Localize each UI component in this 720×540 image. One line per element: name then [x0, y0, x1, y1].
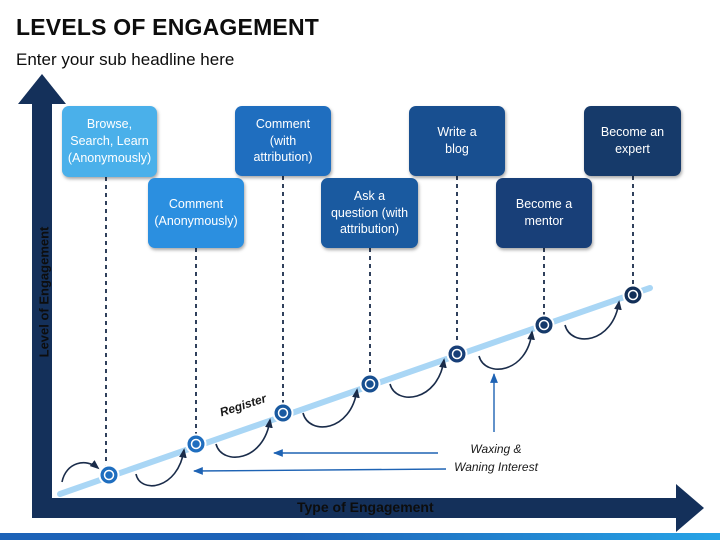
stage-box-become-expert: Become an expert — [584, 106, 681, 176]
interest-curves — [61, 300, 622, 487]
waxing-waning-label: Waxing & Waning Interest — [450, 440, 542, 476]
page-title: LEVELS OF ENGAGEMENT — [16, 14, 320, 40]
curve-2 — [215, 418, 273, 458]
stage-connectors — [105, 176, 634, 466]
stage-text-line: (with — [269, 133, 297, 148]
x-axis-label: Type of Engagement — [297, 499, 500, 515]
y-axis — [32, 100, 52, 518]
node-6 — [533, 314, 555, 336]
node-7 — [622, 284, 644, 306]
bottom-accent-bar — [0, 533, 720, 540]
stage-text-line: Comment — [255, 116, 311, 131]
stage-text-line: attribution) — [253, 150, 313, 165]
stage-box-write-blog: Write a blog — [409, 106, 505, 176]
curve-3 — [302, 388, 360, 428]
stage-nodes — [98, 284, 644, 486]
pointer-to-curve-1 — [193, 467, 447, 475]
stage-text-line: question (with — [330, 205, 409, 220]
x-axis-arrowhead — [676, 484, 704, 532]
waxing-line-2: Waning Interest — [454, 460, 538, 474]
stage-text-line: (Anonymously) — [67, 150, 152, 165]
stage-box-browse: Browse, Search, Learn(Anonymously) — [62, 106, 157, 177]
stage-text-line: Comment — [168, 197, 224, 212]
stage-text: Become a mentor — [516, 196, 572, 230]
stage-text-line: Become an — [600, 125, 665, 140]
curve-6 — [564, 300, 622, 340]
curve-4 — [389, 358, 447, 398]
stage-box-ask-question: Ask a question (with attribution) — [321, 178, 418, 248]
waxing-line-1: Waxing & — [470, 442, 522, 456]
stage-text-line: attribution) — [339, 222, 400, 237]
stage-text-line: Ask a — [353, 188, 386, 203]
stage-text-line: mentor — [524, 214, 564, 228]
stage-box-become-mentor: Become a mentor — [496, 178, 592, 248]
stage-text-line: Write a — [437, 125, 477, 140]
stage-text-line: Become a — [515, 197, 573, 212]
curve-1 — [135, 448, 187, 487]
trend-line — [57, 285, 653, 497]
stage-text: Comment (Anonymously) — [154, 196, 237, 230]
node-1 — [98, 464, 120, 486]
stage-text: Ask a question (with attribution) — [331, 188, 408, 239]
page-subtitle: Enter your sub headline here — [16, 50, 235, 69]
stage-text: Browse, Search, Learn(Anonymously) — [68, 116, 151, 167]
node-5 — [446, 343, 468, 365]
x-axis-label-text: Type of Engagement — [297, 499, 434, 515]
stage-text-line: Browse, — [86, 117, 133, 132]
stage-text: Comment (with attribution) — [253, 116, 312, 167]
stage-box-comment-anonymously: Comment (Anonymously) — [148, 178, 244, 248]
curve-5 — [478, 330, 535, 370]
waxing-pointers — [193, 373, 498, 475]
curve-0 — [61, 460, 100, 483]
node-3 — [272, 402, 294, 424]
node-2 — [185, 433, 207, 455]
stage-box-comment-attribution: Comment (with attribution) — [235, 106, 331, 176]
stage-text-line: blog — [445, 142, 469, 156]
y-axis-arrowhead — [18, 74, 66, 104]
node-4 — [359, 373, 381, 395]
stage-text: Become an expert — [601, 124, 664, 158]
stage-text: Write a blog — [437, 124, 476, 158]
y-axis-label: Level of Engagement — [36, 226, 52, 358]
stage-text-line: Search, Learn — [70, 134, 149, 149]
stage-text-line: (Anonymously) — [154, 214, 238, 228]
x-axis — [32, 498, 680, 518]
stage-text-line: expert — [615, 142, 650, 156]
